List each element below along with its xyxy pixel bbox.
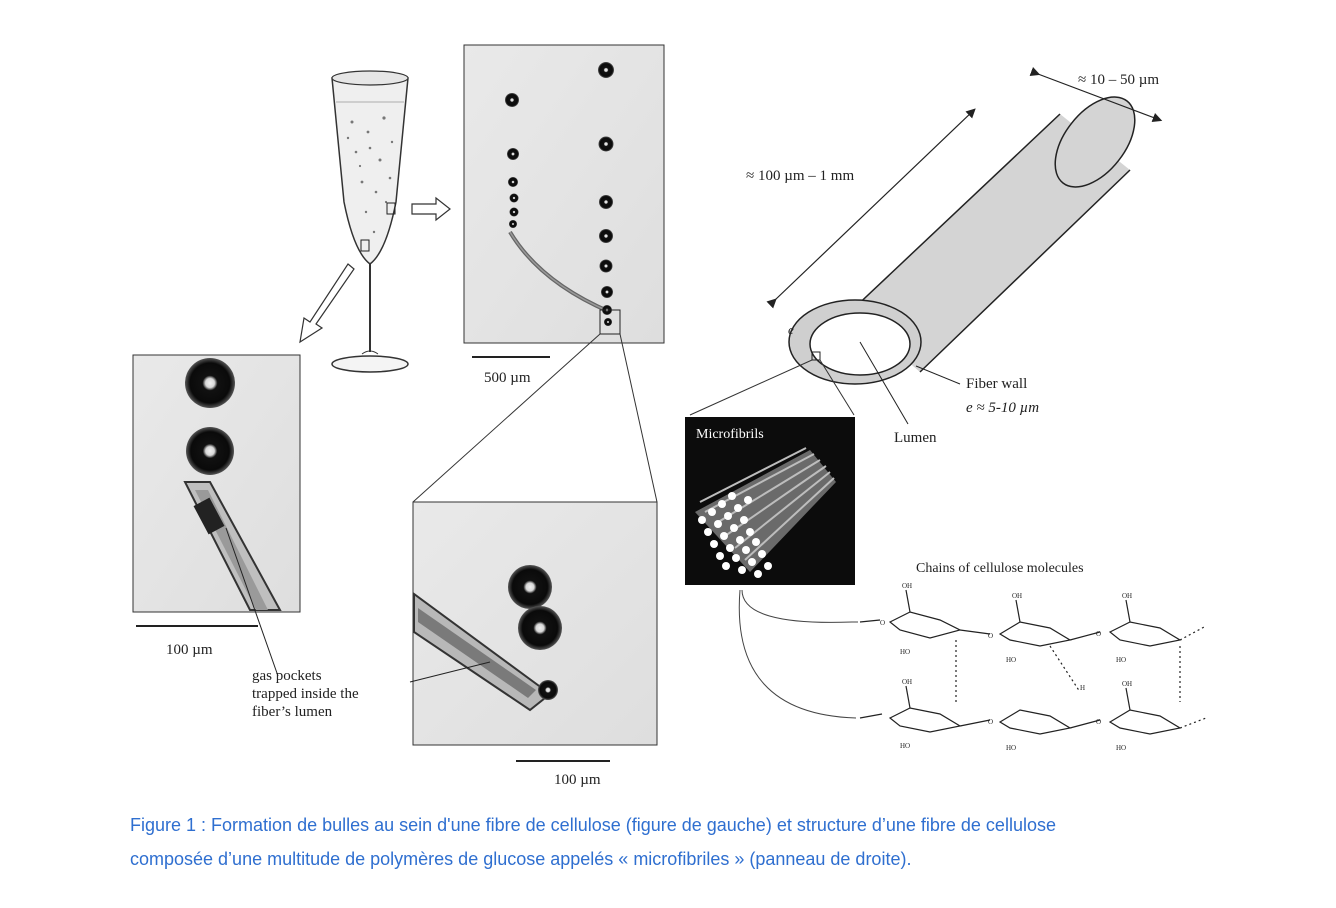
scale-bar-main-label: 500 µm [484,370,531,386]
caption-line-1: Figure 1 : Formation de bulles au sein d… [130,815,1056,835]
bubble-train-photo [463,44,665,344]
scale-bar-left-label: 100 µm [166,642,213,658]
chem-ho-5: HO [1006,744,1016,752]
lumen-label: Lumen [894,430,937,446]
chem-o-5: O [1096,718,1101,726]
annotation-line-1: gas pockets [252,668,322,684]
chem-o-3: O [1096,630,1101,638]
gas-pockets-annotation: gas pockets trapped inside the fiber’s l… [252,668,359,720]
champagne-flute-icon [331,70,409,373]
scale-bar-center-label: 100 µm [554,772,601,788]
fiber-wall-label: Fiber wall [966,376,1027,392]
fiber-wall-thickness: e ≈ 5-10 µm [966,400,1039,416]
annotation-line-3: fiber’s lumen [252,704,333,720]
chem-ho-6: HO [1116,744,1126,752]
chem-o-2: O [988,632,993,640]
chem-oh-2: OH [1012,592,1022,600]
chem-oh-1: OH [902,582,912,590]
microfibrils-label: Microfibrils [696,427,764,442]
cellulose-chains-diagram [859,589,1207,735]
chem-oh-5: OH [1122,680,1132,688]
annotation-pointer-left [225,527,279,677]
figure-caption: Figure 1 : Formation de bulles au sein d… [130,808,1220,876]
chem-h-1: H [1080,684,1085,692]
down-left-arrow-icon [299,263,355,344]
chem-o-1: O [880,619,885,627]
figure-illustration: 500 µm 100 µm gas pockets trapped inside… [130,42,1222,790]
right-arrow-icon [411,196,451,222]
wall-symbol: e [788,322,794,337]
fiber-photo-left [132,354,301,613]
caption-line-2: composée d’une multitude de polymères de… [130,849,912,869]
fiber-photo-center [412,501,658,746]
chem-ho-4: HO [900,742,910,750]
annotation-line-2: trapped inside the [252,686,359,702]
chem-ho-3: HO [1116,656,1126,664]
chem-oh-3: OH [1122,592,1132,600]
dim-length-label: ≈ 100 µm – 1 mm [746,168,854,184]
microfibrils-illustration: Microfibrils [685,417,855,585]
cellulose-fiber-cylinder: e [788,96,1136,385]
chem-o-4: O [988,718,993,726]
dim-diameter-label: ≈ 10 – 50 µm [1078,72,1159,88]
chains-label: Chains of cellulose molecules [916,561,1084,576]
chem-ho-1: HO [900,648,910,656]
chem-ho-2: HO [1006,656,1016,664]
chem-oh-4: OH [902,678,912,686]
